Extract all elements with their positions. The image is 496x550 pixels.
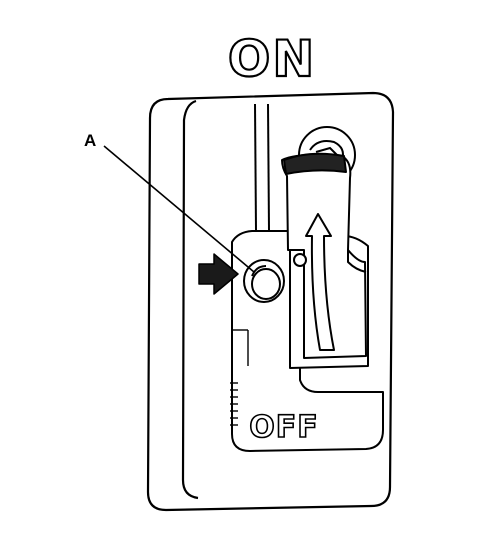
callout-label-a: A: [84, 131, 96, 150]
plate-detail-marks: [230, 329, 249, 426]
on-label: ON: [228, 30, 316, 88]
push-arrow-icon: [198, 253, 239, 295]
off-label: OFF: [249, 410, 319, 445]
callout-leader-line: [103, 145, 255, 273]
curved-up-arrow: [305, 213, 335, 351]
lock-button: [243, 253, 307, 303]
